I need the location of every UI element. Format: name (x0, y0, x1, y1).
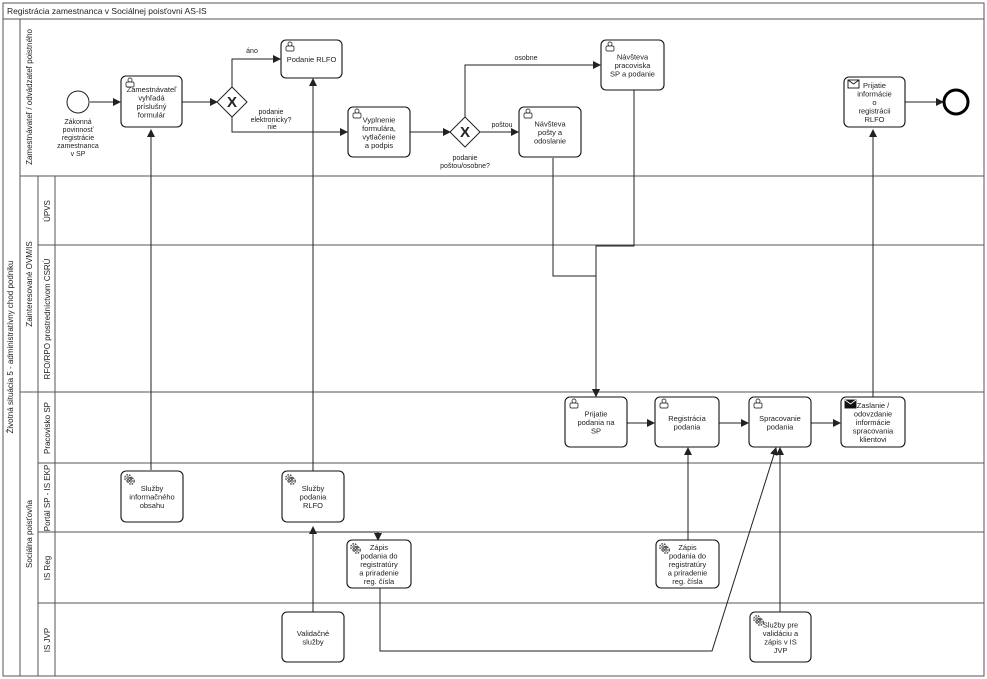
lane-isjvp-label: IS JVP (43, 628, 52, 652)
lane-rfo-label: RFO/RPO prostredníctvom CSRÚ (43, 258, 52, 379)
task-box (748, 396, 812, 448)
task-box (654, 396, 720, 448)
lane-outer-label: Životná situácia 5 - administratívny cho… (6, 261, 15, 434)
lane-employer-label: Zamestnávateľ / odvádzateľ poistného (25, 29, 34, 165)
flow-sp-to-prijatie (592, 90, 635, 397)
task-box (843, 76, 906, 128)
task-box (346, 539, 412, 589)
flow-portal-to-zapis1 (313, 531, 382, 541)
end-event[interactable] (942, 88, 970, 116)
lane-upvs-label: ÚPVS (43, 200, 52, 222)
task-box (120, 75, 183, 128)
gateway-x-icon: X (227, 94, 237, 111)
task-box (280, 39, 343, 79)
lane-portal-label: Portál SP - IS EKP (43, 465, 52, 532)
lane-pracovisko-label: Pracovisko SP (43, 402, 52, 454)
task-box (518, 106, 582, 158)
task-box (281, 470, 345, 523)
sequence-flows (90, 55, 944, 652)
flow-label-ano: áno (246, 48, 258, 55)
task-box (749, 611, 812, 663)
gateway-elektronicky[interactable]: X (216, 86, 248, 118)
task-box (281, 611, 345, 663)
lane-isreg-label: IS Reg (43, 556, 52, 580)
task-label: Podanie RLFO (287, 55, 337, 64)
flow-g1-ano (231, 55, 281, 87)
pool-title: Registrácia zamestnanca v Sociálnej pois… (7, 6, 207, 16)
flow-label-osobne: osobne (515, 55, 538, 62)
task-box (564, 396, 628, 448)
task-box (655, 539, 720, 589)
flow-g1-nie (231, 117, 348, 136)
task-box (120, 470, 184, 523)
lane-ovm-group-label: Zainteresované OVM/IS (25, 241, 34, 326)
task-podanie-rlfo[interactable]: Podanie RLFO (280, 39, 343, 79)
flow-g2-osobne (464, 61, 601, 117)
task-box (347, 106, 411, 158)
task-box (600, 39, 665, 91)
envelope-flap-icon (844, 399, 857, 405)
gateway-x-icon: X (460, 124, 470, 141)
flow-label-postou: poštou (491, 122, 512, 129)
lane-sp-group-label: Sociálna poisťovňa (25, 499, 34, 567)
envelope-flap-icon (847, 79, 860, 85)
flow-label-nie: nie (267, 124, 276, 131)
task-box (840, 396, 906, 448)
gateway-postou-osobne[interactable]: X (449, 116, 481, 148)
start-event[interactable] (66, 90, 90, 114)
flow-zapis1-to-spracovanie (379, 447, 778, 652)
